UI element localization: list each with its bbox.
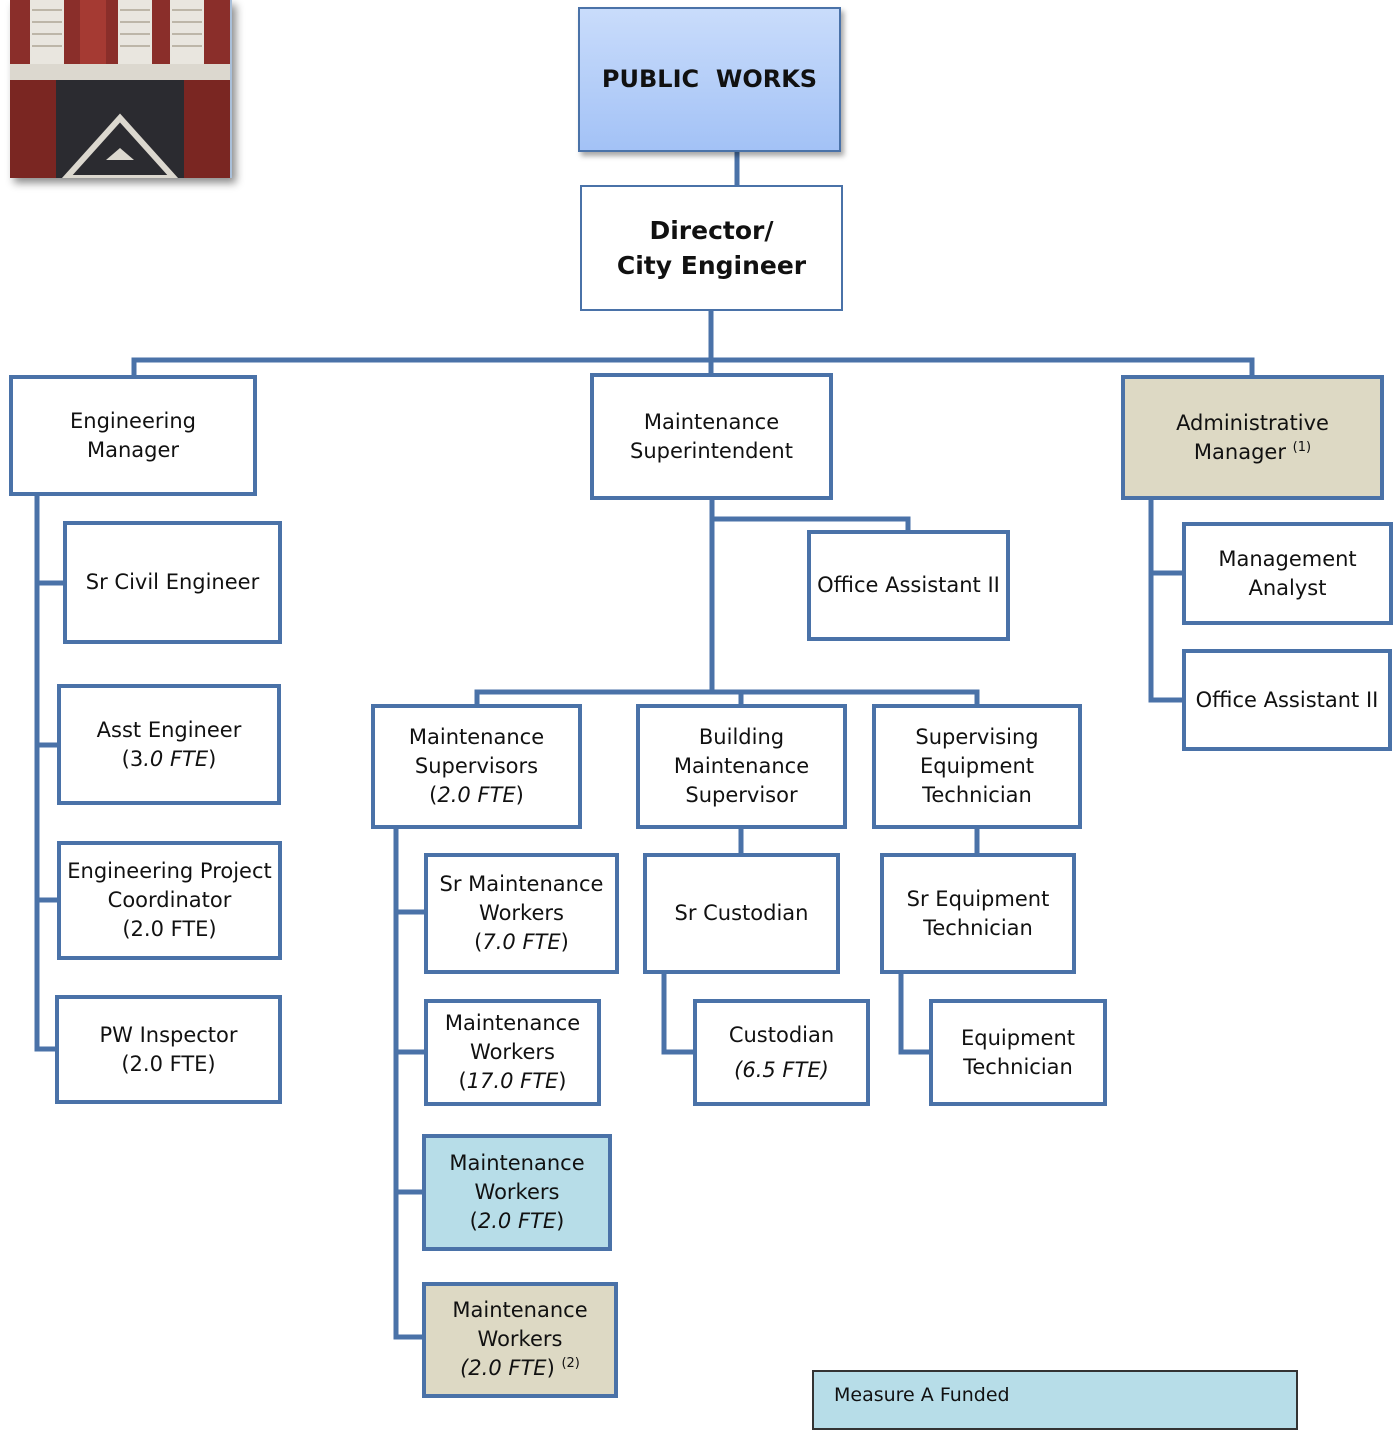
maintenance-supervisors-box: Maintenance Supervisors (2.0 FTE): [371, 704, 582, 829]
management-analyst-box: Management Analyst: [1182, 522, 1393, 625]
asst-engineer-box: Asst Engineer (3.0 FTE): [57, 684, 281, 805]
admin-manager-line1: Administrative: [1176, 410, 1329, 435]
engineering-manager-line2: Manager: [86, 437, 180, 462]
measure-a-legend-label: Measure A Funded: [834, 1384, 1010, 1406]
asst-engineer-fte-open: (3: [121, 746, 144, 771]
sr-custodian-label: Sr Custodian: [674, 901, 809, 925]
management-analyst-line1: Management: [1218, 546, 1357, 571]
asst-engineer-fte-close: ): [208, 746, 217, 771]
equipment-supervisor-line1: Supervising: [915, 725, 1039, 749]
equipment-supervisor-line3: Technician: [922, 783, 1032, 807]
pw-inspector-fte: (2.0 FTE): [121, 1051, 216, 1076]
maintenance-supervisors-line1: Maintenance: [408, 725, 545, 749]
director-box: Director/ City Engineer: [580, 185, 843, 311]
maintenance-workers-measure-a-box: Maintenance Workers (2.0 FTE): [422, 1134, 612, 1251]
equipment-tech-line2: Technician: [963, 1054, 1073, 1079]
supervisors-fte-value: 2.0 FTE: [437, 783, 516, 807]
asst-engineer-fte-value: .0 FTE: [143, 746, 209, 771]
director-title-line2: City Engineer: [616, 251, 807, 280]
project-coordinator-line1: Engineering Project: [67, 859, 272, 883]
superintendent-line2: Superintendent: [630, 438, 793, 463]
admin-office-assistant-box: Office Assistant II: [1182, 649, 1392, 751]
supervising-equipment-technician-box: Supervising Equipment Technician: [872, 704, 1082, 829]
note2-workers-fte: (2.0 FTE) (2): [460, 1354, 580, 1383]
superintendent-line1: Maintenance: [643, 409, 780, 434]
supervisors-fte-open: (: [429, 783, 438, 807]
engineering-project-coordinator-box: Engineering Project Coordinator (2.0 FTE…: [57, 841, 282, 960]
management-analyst-line2: Analyst: [1248, 575, 1327, 600]
sr-equipment-tech-line1: Sr Equipment: [906, 886, 1050, 911]
workers-fte-close: ): [558, 1069, 567, 1093]
sr-workers-fte-value: 7.0 FTE: [482, 930, 561, 954]
administrative-manager-box: Administrative Manager (1): [1121, 375, 1384, 500]
asst-engineer-label: Asst Engineer: [96, 717, 242, 742]
department-title: PUBLIC WORKS: [601, 65, 818, 93]
workers-fte-value: 17.0 FTE: [466, 1069, 559, 1093]
building-supervisor-line1: Building: [698, 725, 785, 749]
measure-a-workers-fte: (2.0 FTE): [470, 1207, 565, 1236]
maintenance-supervisors-line2: Supervisors: [414, 754, 539, 778]
admin-manager-title: Manager: [1193, 439, 1293, 464]
sr-equipment-tech-line2: Technician: [923, 915, 1033, 940]
project-coordinator-line2: Coordinator: [107, 888, 232, 912]
sr-maintenance-workers-box: Sr Maintenance Workers (7.0 FTE): [424, 853, 619, 974]
measure-a-workers-line1: Maintenance: [449, 1151, 585, 1175]
maintenance-workers-box: Maintenance Workers (17.0 FTE): [424, 999, 601, 1106]
measure-a-fte-value: 2.0 FTE: [477, 1209, 557, 1233]
note2-workers-line1: Maintenance: [452, 1298, 588, 1322]
city-hall-tower-photo: [10, 0, 232, 178]
maintenance-office-assistant-box: Office Assistant II: [807, 530, 1010, 641]
building-maintenance-supervisor-box: Building Maintenance Supervisor: [636, 704, 847, 829]
measure-a-fte-open: (: [469, 1209, 478, 1233]
sr-equipment-technician-box: Sr Equipment Technician: [880, 853, 1076, 974]
footnote-2-marker: (2): [561, 1356, 580, 1371]
engineering-manager-line1: Engineering: [70, 408, 196, 433]
measure-a-workers-line2: Workers: [474, 1180, 560, 1204]
note2-fte-close: ): [546, 1356, 555, 1380]
sr-maintenance-workers-fte: (7.0 FTE): [474, 928, 569, 957]
sr-maintenance-workers-line1: Sr Maintenance: [439, 872, 604, 896]
admin-office-assistant-label: Office Assistant II: [1195, 687, 1379, 712]
engineering-manager-box: Engineering Manager: [9, 375, 257, 496]
building-supervisor-line2: Maintenance: [673, 754, 810, 778]
equipment-technician-box: Equipment Technician: [929, 999, 1107, 1106]
maintenance-workers-fte: (17.0 FTE): [458, 1067, 566, 1096]
measure-a-legend: Measure A Funded: [812, 1370, 1298, 1430]
measure-a-fte-close: ): [556, 1209, 565, 1233]
note2-fte-value: (2.0 FTE: [460, 1356, 547, 1380]
building-supervisor-line3: Supervisor: [685, 783, 798, 807]
custodian-fte: (6.5 FTE): [734, 1057, 829, 1082]
maintenance-workers-note2-box: Maintenance Workers (2.0 FTE) (2): [422, 1282, 618, 1398]
pw-inspector-box: PW Inspector (2.0 FTE): [55, 995, 282, 1104]
project-coordinator-fte: (2.0 FTE): [122, 917, 217, 941]
maintenance-workers-line1: Maintenance: [444, 1011, 581, 1035]
public-works-header: PUBLIC WORKS: [578, 7, 841, 152]
sr-custodian-box: Sr Custodian: [643, 853, 840, 974]
director-title-line1: Director/: [649, 216, 774, 245]
sr-maintenance-workers-line2: Workers: [479, 901, 564, 925]
custodian-box: Custodian (6.5 FTE): [693, 999, 870, 1106]
admin-manager-line2: Manager (1): [1194, 438, 1311, 467]
maintenance-workers-line2: Workers: [470, 1040, 555, 1064]
sr-workers-fte-close: ): [560, 930, 569, 954]
maintenance-supervisors-fte: (2.0 FTE): [429, 781, 524, 810]
maintenance-office-assistant-label: Office Assistant II: [817, 573, 1000, 597]
equipment-tech-line1: Equipment: [961, 1025, 1075, 1050]
workers-fte-open: (: [458, 1069, 467, 1093]
custodian-label: Custodian: [728, 1022, 835, 1047]
asst-engineer-fte: (3.0 FTE): [122, 745, 217, 774]
maintenance-superintendent-box: Maintenance Superintendent: [590, 373, 833, 500]
note2-workers-line2: Workers: [477, 1327, 563, 1351]
supervisors-fte-close: ): [515, 783, 524, 807]
equipment-supervisor-line2: Equipment: [920, 754, 1034, 778]
sr-civil-engineer-label: Sr Civil Engineer: [85, 570, 260, 594]
org-chart-connectors: [34, 149, 1255, 1340]
sr-civil-engineer-box: Sr Civil Engineer: [63, 521, 282, 644]
pw-inspector-label: PW Inspector: [99, 1022, 238, 1047]
sr-workers-fte-open: (: [474, 930, 483, 954]
footnote-1-marker: (1): [1292, 439, 1312, 455]
